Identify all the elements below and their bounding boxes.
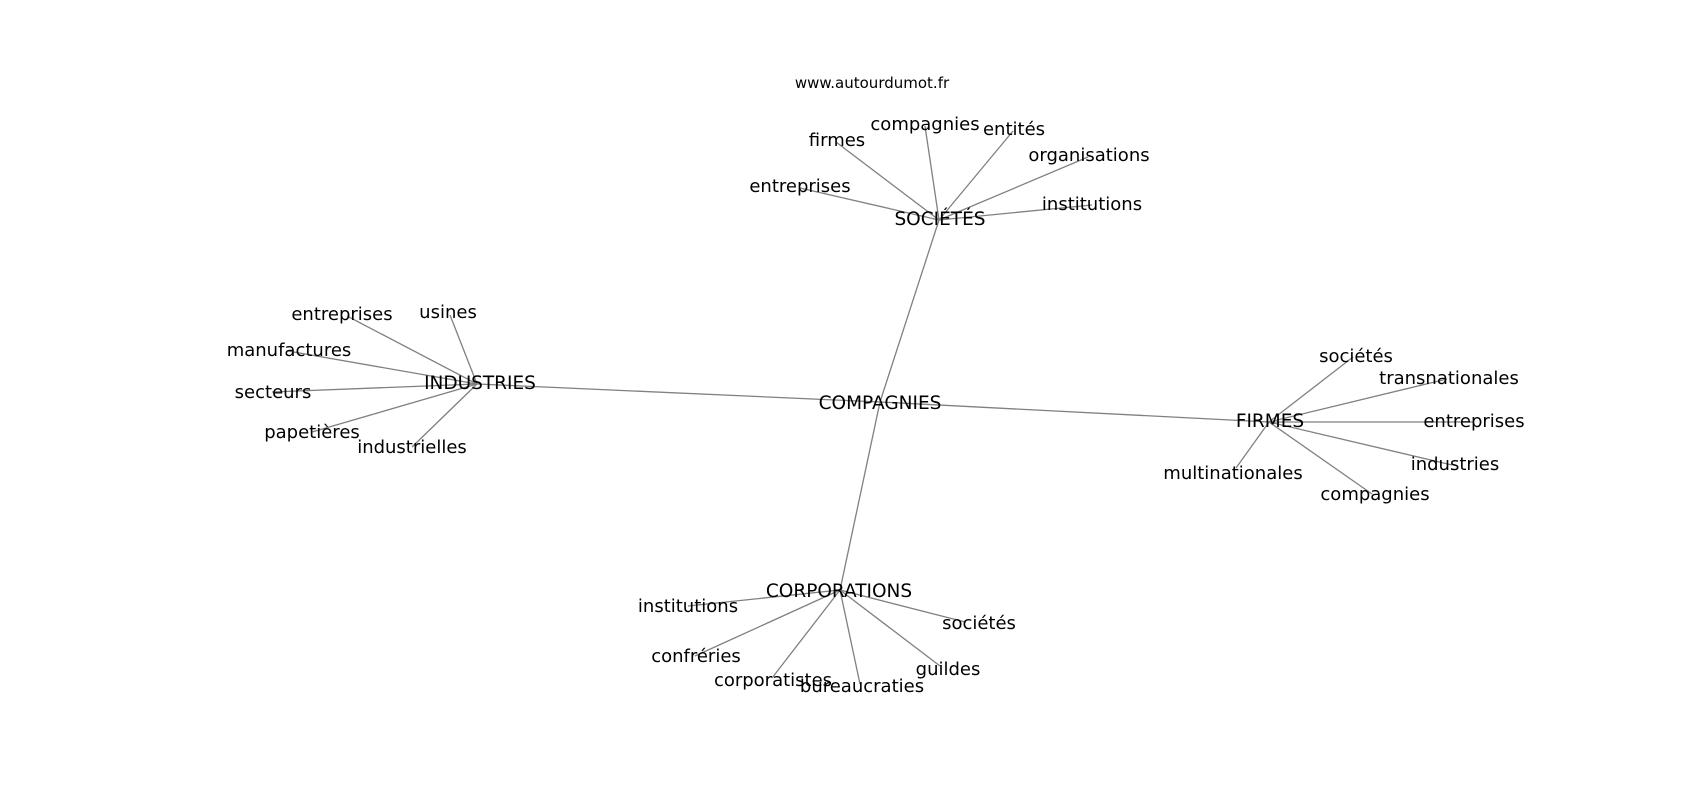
edge-center-hub-0: [879, 219, 940, 403]
edge-hub-3-leaf-4: [839, 589, 941, 667]
leaf-word-2-2[interactable]: entreprises: [1423, 411, 1524, 432]
leaf-word-2-0[interactable]: sociétés: [1319, 346, 1393, 367]
leaf-word-3-0[interactable]: institutions: [638, 596, 738, 617]
leaf-word-3-4[interactable]: guildes: [916, 659, 981, 680]
leaf-word-3-2[interactable]: corporatistes: [714, 670, 832, 691]
source-credit: www.autourdumot.fr: [795, 74, 950, 92]
leaf-word-0-3[interactable]: entités: [983, 119, 1045, 140]
leaf-word-0-1[interactable]: firmes: [809, 130, 865, 151]
edge-hub-2-leaf-0: [1268, 356, 1354, 423]
edge-hub-0-leaf-5: [938, 204, 1093, 221]
edge-hub-3-leaf-5: [839, 589, 966, 623]
edge-hub-3-leaf-1: [694, 589, 841, 657]
center-word[interactable]: COMPAGNIES: [819, 393, 942, 414]
edge-hub-1-leaf-4: [311, 383, 478, 433]
leaf-word-1-0[interactable]: entreprises: [291, 304, 392, 325]
edge-hub-0-leaf-0: [799, 187, 940, 221]
leaf-word-3-3[interactable]: bureaucraties: [800, 676, 924, 697]
hub-word-1[interactable]: INDUSTRIES: [424, 373, 536, 394]
edge-hub-3-leaf-2: [771, 589, 841, 679]
edge-hub-0-leaf-1: [835, 141, 940, 221]
leaf-word-3-5[interactable]: sociétés: [942, 613, 1016, 634]
edge-hub-1-leaf-1: [449, 314, 478, 385]
edge-center-hub-1: [476, 383, 881, 403]
leaf-word-3-1[interactable]: confréries: [651, 646, 741, 667]
edge-hub-2-leaf-3: [1268, 421, 1453, 466]
edge-hub-2-leaf-5: [1235, 421, 1270, 469]
leaf-word-0-0[interactable]: entreprises: [749, 176, 850, 197]
edge-hub-2-leaf-1: [1268, 378, 1448, 423]
edge-hub-1-leaf-3: [271, 383, 478, 393]
leaf-word-1-1[interactable]: usines: [419, 302, 477, 323]
hub-word-0[interactable]: SOCIÉTÉS: [894, 208, 985, 230]
leaf-word-2-1[interactable]: transnationales: [1379, 368, 1519, 389]
edge-center-hub-3: [839, 401, 881, 591]
edge-hub-0-leaf-3: [938, 130, 1014, 221]
edge-hub-1-leaf-5: [411, 383, 478, 448]
leaf-word-0-2[interactable]: compagnies: [870, 114, 979, 135]
edge-hub-0-leaf-4: [938, 156, 1089, 221]
edge-hub-3-leaf-0: [687, 589, 841, 607]
hub-word-2[interactable]: FIRMES: [1236, 411, 1304, 432]
leaf-word-2-5[interactable]: multinationales: [1163, 463, 1302, 484]
leaf-word-1-2[interactable]: manufactures: [227, 340, 352, 361]
edge-center-hub-2: [879, 401, 1270, 423]
leaf-word-1-4[interactable]: papetières: [264, 422, 360, 443]
leaf-word-1-3[interactable]: secteurs: [235, 382, 312, 403]
edge-hub-1-leaf-2: [287, 350, 478, 385]
edge-hub-2-leaf-4: [1268, 421, 1373, 495]
edge-hub-0-leaf-2: [924, 125, 940, 221]
edge-hub-3-leaf-3: [839, 589, 861, 685]
leaf-word-2-3[interactable]: industries: [1411, 454, 1500, 475]
hub-word-3[interactable]: CORPORATIONS: [766, 581, 912, 602]
edge-hub-1-leaf-0: [346, 315, 478, 385]
leaf-word-1-5[interactable]: industrielles: [357, 437, 467, 458]
leaf-word-0-5[interactable]: institutions: [1042, 194, 1142, 215]
leaf-word-2-4[interactable]: compagnies: [1320, 484, 1429, 505]
leaf-word-0-4[interactable]: organisations: [1028, 145, 1149, 166]
